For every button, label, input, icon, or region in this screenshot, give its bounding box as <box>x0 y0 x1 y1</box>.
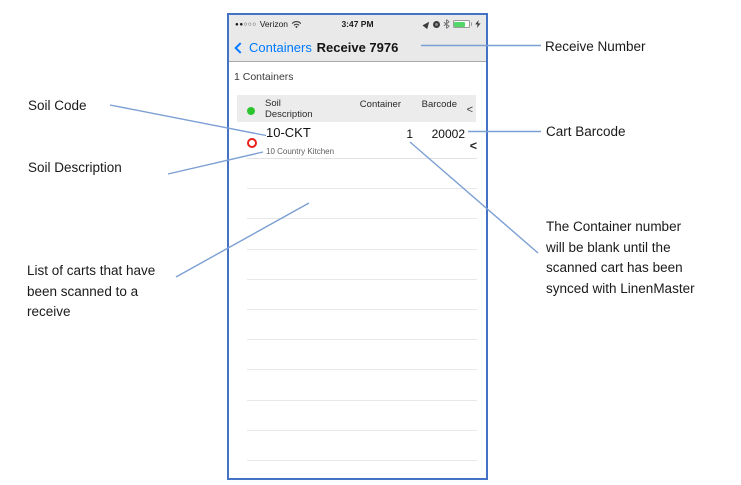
list-note-line: been scanned to a <box>27 283 139 299</box>
empty-list-row <box>247 370 477 401</box>
empty-list-row <box>247 340 477 371</box>
soil-description-value: 10 Country Kitchen <box>266 147 335 156</box>
container-note-line: synced with LinenMaster <box>546 280 695 296</box>
nav-bar: Containers Receive 7976 <box>229 33 486 62</box>
back-chevron-icon <box>234 42 246 54</box>
bluetooth-icon <box>443 19 450 29</box>
empty-list-row <box>247 401 477 431</box>
empty-list-row <box>247 219 477 250</box>
carrier-label: Verizon <box>259 19 289 29</box>
battery-icon <box>452 20 470 28</box>
container-number-value: 1 <box>406 127 413 141</box>
empty-list-row <box>247 280 477 310</box>
container-note-line: will be blank until the <box>546 239 671 255</box>
empty-list-row <box>247 310 477 341</box>
status-bar: ●●○○○ Verizon 3:47 PM <box>229 15 486 33</box>
cart-list-row[interactable]: 10-CKT 1 20002 < 10 Country Kitchen <box>229 122 486 159</box>
annotation-cart-barcode: Cart Barcode <box>546 124 626 139</box>
container-note-line: scanned cart has been <box>546 260 683 275</box>
empty-list-row <box>247 159 477 190</box>
page-title: Receive 7976 <box>316 40 399 55</box>
status-right <box>421 15 482 33</box>
annotation-soil-description: Soil Description <box>28 160 122 175</box>
annotation-soil-code: Soil Code <box>28 98 87 113</box>
wifi-icon <box>291 21 302 28</box>
header-soil-line1: Soil <box>265 97 281 109</box>
container-note-line: The Container number <box>546 219 682 234</box>
empty-list-row <box>247 250 477 280</box>
phone-frame: ●●○○○ Verizon 3:47 PM <box>227 13 488 480</box>
alarm-icon <box>432 20 440 28</box>
list-note-line: receive <box>27 304 71 320</box>
cart-barcode-value: 20002 <box>431 127 465 141</box>
battery-tip <box>470 22 472 26</box>
annotation-container-note: The Container number will be blank until… <box>546 217 695 299</box>
soil-code-value: 10-CKT <box>266 125 311 140</box>
column-header-barcode: Barcode <box>421 99 457 110</box>
back-button-label: Containers <box>249 40 312 55</box>
clock-label: 3:47 PM <box>341 19 374 29</box>
phone-screen: ●●○○○ Verizon 3:47 PM <box>229 15 486 478</box>
empty-list-row <box>247 431 477 461</box>
location-icon <box>421 19 432 29</box>
red-status-ring-icon <box>246 137 257 148</box>
empty-rows <box>247 159 477 461</box>
header-soil-line2: Description <box>265 109 313 120</box>
column-header-container: Container <box>359 99 401 110</box>
empty-list-row <box>247 189 477 220</box>
green-status-dot-icon <box>247 106 255 115</box>
list-header-row: Soil Description Container Barcode < <box>237 95 476 122</box>
row-separator <box>247 158 477 159</box>
charging-bolt-icon <box>475 20 481 28</box>
column-header-soil-description: Soil Description <box>265 98 313 121</box>
annotation-receive-number: Receive Number <box>545 39 646 54</box>
row-chevron-icon: < <box>469 139 477 153</box>
status-left: ●●○○○ Verizon <box>235 15 302 33</box>
signal-strength-icon: ●●○○○ <box>235 20 257 28</box>
list-note-line: List of carts that have <box>27 263 156 278</box>
containers-count-label: 1 Containers <box>234 71 294 83</box>
header-chevron-icon: < <box>466 104 473 116</box>
annotation-list-note: List of carts that have been scanned to … <box>27 261 155 323</box>
back-button[interactable]: Containers <box>234 33 312 62</box>
